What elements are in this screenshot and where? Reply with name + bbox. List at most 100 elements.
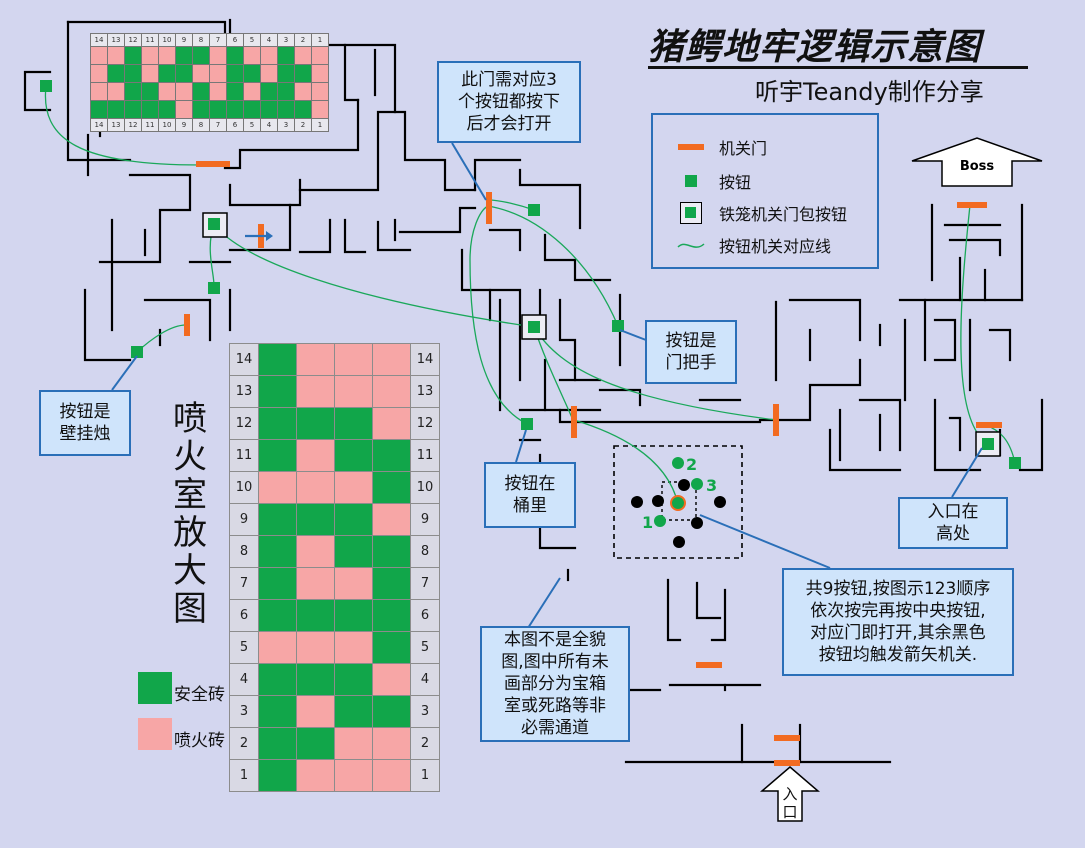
mini-col-label: 10 xyxy=(158,33,176,47)
fire-tile xyxy=(372,503,411,536)
mini-safe-tile xyxy=(277,64,295,83)
fire-tile xyxy=(372,407,411,440)
mini-fire-tile xyxy=(311,64,329,83)
mini-fire-tile xyxy=(243,46,261,65)
mini-safe-tile xyxy=(226,64,244,83)
mini-safe-tile xyxy=(90,100,108,119)
fire-tile xyxy=(372,663,411,696)
legend-row-button: 按钮 xyxy=(673,169,751,193)
safe-tile xyxy=(258,407,297,440)
mini-safe-tile xyxy=(124,100,142,119)
entrance-arrow xyxy=(760,766,820,822)
mini-col-label: 4 xyxy=(260,33,278,47)
mini-col-label: 7 xyxy=(209,33,227,47)
legend-link-label: 按钮机关对应线 xyxy=(719,237,832,256)
mini-fire-tile xyxy=(243,82,261,101)
mini-safe-tile xyxy=(226,46,244,65)
mini-col-label: 4 xyxy=(260,118,278,132)
row-label-left: 1 xyxy=(229,759,259,792)
mini-col-label: 11 xyxy=(141,33,159,47)
puzzle-label-1: 1 xyxy=(642,513,653,532)
safe-tile xyxy=(372,567,411,600)
safe-tile xyxy=(372,599,411,632)
mini-safe-tile xyxy=(192,82,210,101)
safe-tile xyxy=(258,343,297,376)
fire-tile xyxy=(334,567,373,600)
row-label-right: 5 xyxy=(410,631,440,664)
mini-safe-tile xyxy=(277,46,295,65)
mini-fire-tile xyxy=(175,100,193,119)
mini-fire-tile xyxy=(175,82,193,101)
row-label-left: 6 xyxy=(229,599,259,632)
legend-button-label: 按钮 xyxy=(719,173,752,192)
safe-tile xyxy=(296,599,335,632)
page-title: 猪鳄地牢逻辑示意图 xyxy=(648,27,982,68)
row-label-left: 4 xyxy=(229,663,259,696)
mini-col-label: 10 xyxy=(158,118,176,132)
legend-caged-label: 铁笼机关门包按钮 xyxy=(719,205,848,224)
mini-col-label: 13 xyxy=(107,33,125,47)
caged-button-icon xyxy=(680,202,702,224)
safe-tile xyxy=(334,407,373,440)
mini-fire-tile xyxy=(260,64,278,83)
callout-nine-buttons: 共9按钮,按图示123顺序 依次按完再按中央按钮, 对应门即打开,其余黑色 按钮… xyxy=(782,568,1014,676)
mini-safe-tile xyxy=(124,82,142,101)
mini-col-label: 14 xyxy=(90,33,108,47)
callout-door-three-buttons: 此门需对应3 个按钮都按下 后才会打开 xyxy=(437,61,581,143)
mini-col-label: 5 xyxy=(243,33,261,47)
row-label-right: 12 xyxy=(410,407,440,440)
callout-bucket: 按钮在 桶里 xyxy=(484,462,576,528)
buttons xyxy=(40,80,1021,469)
row-label-left: 9 xyxy=(229,503,259,536)
mini-fire-tile xyxy=(260,46,278,65)
mini-safe-tile xyxy=(277,100,295,119)
mini-safe-tile xyxy=(260,82,278,101)
mini-col-label: 13 xyxy=(107,118,125,132)
fire-tile xyxy=(296,631,335,664)
safe-tile xyxy=(258,727,297,760)
mini-safe-tile xyxy=(141,100,159,119)
mini-safe-tile xyxy=(226,100,244,119)
safe-tile xyxy=(334,535,373,568)
row-label-right: 4 xyxy=(410,663,440,696)
safe-tile xyxy=(258,439,297,472)
link-line-icon xyxy=(677,243,705,248)
mini-col-label: 7 xyxy=(209,118,227,132)
safe-tile xyxy=(258,599,297,632)
fire-tile xyxy=(296,375,335,408)
fire-tile xyxy=(334,375,373,408)
mini-fire-tile xyxy=(311,46,329,65)
fire-room-title-char: 图 xyxy=(173,589,207,629)
row-label-right: 9 xyxy=(410,503,440,536)
fire-tile xyxy=(372,727,411,760)
title-underline xyxy=(648,66,1028,69)
puzzle-frame xyxy=(613,445,743,559)
mini-col-label: 9 xyxy=(175,33,193,47)
mini-safe-tile xyxy=(243,100,261,119)
safe-tile xyxy=(296,503,335,536)
cage-frame xyxy=(521,314,547,340)
mini-col-label: 2 xyxy=(294,118,312,132)
mini-col-label: 1 xyxy=(311,33,329,47)
safe-tile xyxy=(296,663,335,696)
mini-safe-tile xyxy=(192,100,210,119)
mini-col-label: 6 xyxy=(226,118,244,132)
mini-safe-tile xyxy=(294,100,312,119)
mini-safe-tile xyxy=(175,46,193,65)
safe-tile xyxy=(258,503,297,536)
safe-tile-swatch xyxy=(138,672,172,704)
row-label-left: 13 xyxy=(229,375,259,408)
fire-room-title: 喷 火 室 放 大 图 xyxy=(172,400,208,628)
safe-tile xyxy=(258,759,297,792)
callout-entrance-high: 入口在 高处 xyxy=(898,497,1008,549)
mini-col-label: 8 xyxy=(192,33,210,47)
safe-tile xyxy=(258,375,297,408)
mini-fire-tile xyxy=(90,64,108,83)
